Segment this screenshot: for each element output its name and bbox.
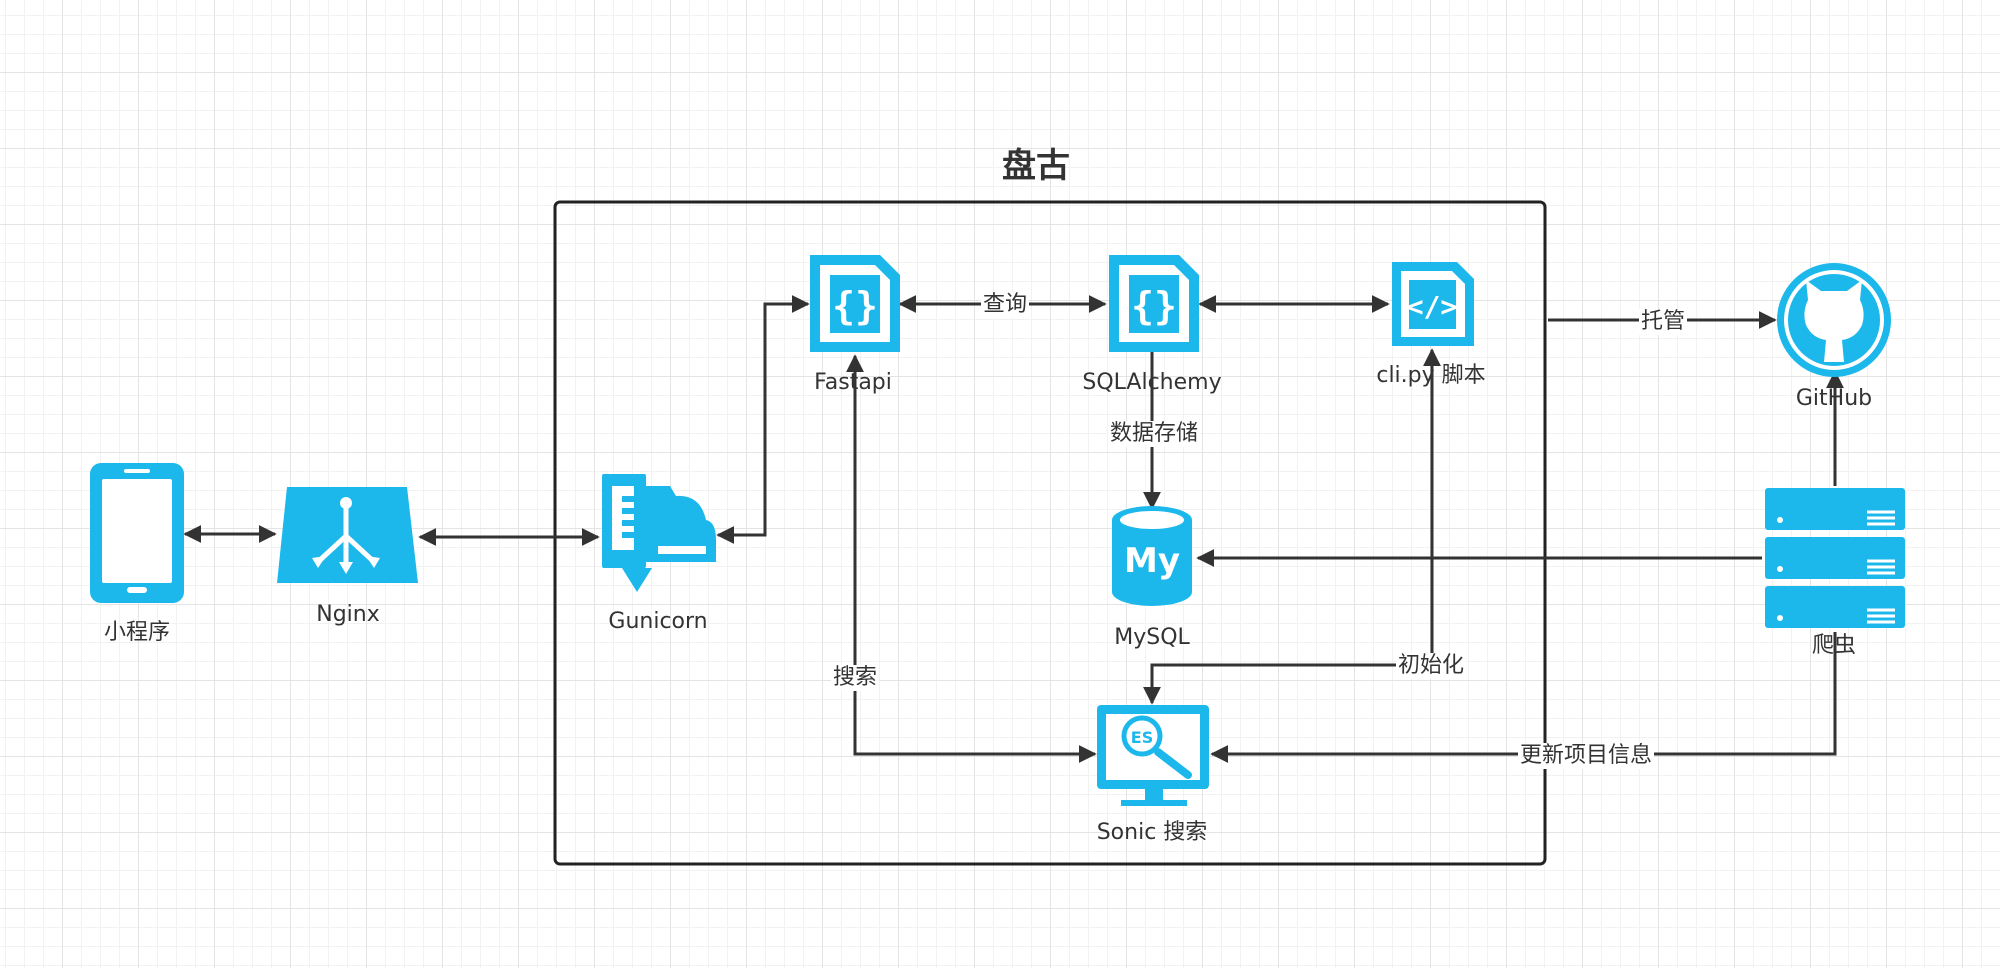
nginx-label: Nginx [316,602,380,627]
phone-icon [90,463,184,603]
gunicorn-label: Gunicorn [608,609,708,634]
deploy-icon [602,474,716,592]
edge-label-data-storage: 数据存储 [1107,421,1201,447]
edge-label-init: 初始化 [1395,653,1467,679]
sqlalchemy-label: SQLAlchemy [1082,370,1222,395]
load-balancer-icon [277,487,418,583]
edge-crawler-sonic [1210,632,1837,763]
github-icon [1777,263,1891,377]
cli-label: cli.py 脚本 [1376,363,1486,388]
sonic-label: Sonic 搜索 [1096,820,1208,845]
edge-gunicorn-fastapi [716,295,810,544]
github-label: GitHub [1795,386,1873,411]
fastapi-label: Fastapi [814,370,892,395]
svg-text:ES: ES [1131,728,1153,747]
crawler-label: 爬虫 [1811,633,1857,658]
svg-text:My: My [1124,541,1180,581]
mysql-database-icon: My [1112,506,1192,606]
edge-fastapi-sonic [846,354,1097,763]
edge-label-search: 搜索 [830,665,880,691]
fastapi-code-file-icon: {} [810,255,900,352]
search-monitor-icon: ES [1097,705,1209,806]
svg-text:{}: {} [1131,284,1177,328]
edge-label-query: 查询 [980,292,1030,318]
server-icon [1765,488,1905,628]
script-file-icon: </> [1392,262,1474,346]
miniapp-label: 小程序 [103,620,171,645]
mysql-label: MySQL [1114,625,1190,650]
edge-init [1143,348,1441,705]
svg-text:{}: {} [832,284,878,328]
svg-text:</>: </> [1407,290,1458,323]
diagram-title: 盘古 [1002,146,1070,186]
sqlalchemy-code-file-icon: {} [1109,255,1199,352]
edge-label-update-info: 更新项目信息 [1517,743,1655,769]
edge-label-hosting: 托管 [1638,309,1688,335]
